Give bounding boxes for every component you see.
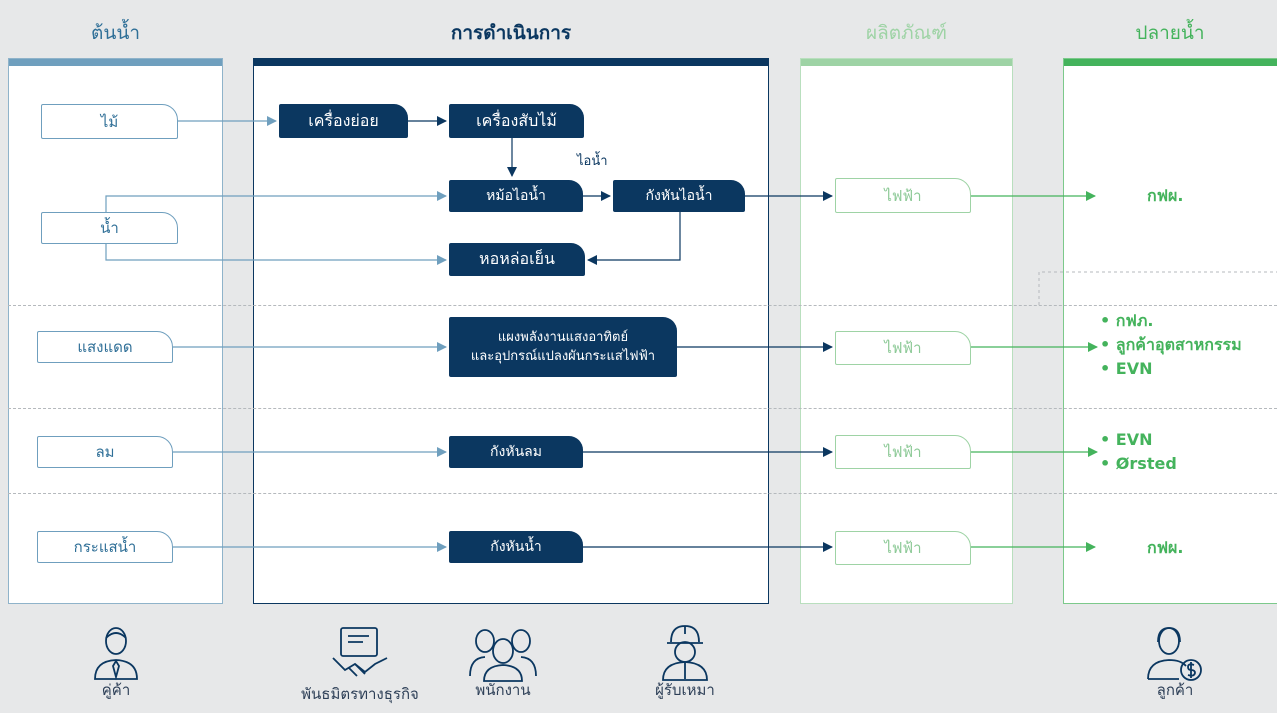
stakeholder-employees: พนักงาน bbox=[458, 624, 548, 702]
process-chipper: เครื่องสับไม้ bbox=[449, 104, 584, 138]
product-electricity-wind: ไฟฟ้า bbox=[835, 435, 971, 469]
customer-solar-list: • กฟภ. • ลูกค้าอุตสาหกรรม • EVN bbox=[1100, 309, 1242, 381]
stakeholder-contractors: ผู้รับเหมา bbox=[640, 622, 730, 702]
column-header-operations: การดำเนินการ bbox=[450, 22, 572, 44]
contractor-hardhat-icon bbox=[662, 625, 708, 681]
product-electricity-biomass: ไฟฟ้า bbox=[835, 178, 971, 213]
customer-hydro: กฟผ. bbox=[1147, 538, 1184, 557]
product-electricity-solar: ไฟฟ้า bbox=[835, 331, 971, 365]
source-water-current: กระแสน้ำ bbox=[37, 531, 173, 563]
stakeholder-label-suppliers: คู่ค้า bbox=[101, 681, 131, 699]
source-water: น้ำ bbox=[41, 212, 178, 244]
employees-group-icon bbox=[469, 629, 537, 682]
stakeholder-suppliers: คู่ค้า bbox=[76, 624, 156, 702]
customer-wind-list: • EVN • Ørsted bbox=[1100, 428, 1177, 476]
supplier-person-icon bbox=[94, 627, 138, 681]
process-shredder: เครื่องย่อย bbox=[279, 104, 408, 138]
customer-item: • Ørsted bbox=[1100, 454, 1177, 473]
process-boiler: หม้อไอน้ำ bbox=[449, 180, 583, 212]
row-separator bbox=[8, 493, 1277, 494]
product-electricity-hydro: ไฟฟ้า bbox=[835, 531, 971, 565]
stakeholder-label-customers: ลูกค้า bbox=[1156, 681, 1194, 699]
customer-item: • ลูกค้าอุตสาหกรรม bbox=[1100, 335, 1242, 354]
steam-label: ไอน้ำ bbox=[577, 154, 608, 169]
solar-line-1: แผงพลังงานแสงอาทิตย์ bbox=[497, 330, 629, 345]
customer-item: • กฟภ. bbox=[1100, 311, 1154, 330]
row-separator bbox=[8, 305, 1277, 306]
stakeholder-label-employees: พนักงาน bbox=[475, 681, 531, 699]
process-hydro-turbine: กังหันน้ำ bbox=[449, 531, 583, 563]
row-separator bbox=[8, 408, 1277, 409]
stakeholder-label-contractors: ผู้รับเหมา bbox=[655, 681, 715, 699]
stakeholder-partners: พันธมิตรทางธุรกิจ bbox=[260, 626, 460, 706]
customer-item: • EVN bbox=[1100, 359, 1153, 378]
column-header-products: ผลิตภัณฑ์ bbox=[865, 22, 948, 44]
process-steam-turbine: กังหันไอน้ำ bbox=[613, 180, 745, 212]
stakeholder-customers: ลูกค้า bbox=[1135, 624, 1215, 702]
downstream-panel bbox=[1063, 58, 1277, 604]
source-sunlight: แสงแดด bbox=[37, 331, 173, 363]
column-header-upstream: ต้นน้ำ bbox=[91, 22, 140, 44]
process-cooling-tower: หอหล่อเย็น bbox=[449, 243, 585, 276]
customer-money-icon bbox=[1147, 627, 1202, 681]
source-wood: ไม้ bbox=[41, 104, 178, 139]
column-header-downstream: ปลายน้ำ bbox=[1135, 22, 1205, 44]
process-solar-panels: แผงพลังงานแสงอาทิตย์ และอุปกรณ์แปลงผันกร… bbox=[449, 317, 677, 377]
source-wind: ลม bbox=[37, 436, 173, 468]
stakeholder-label-partners: พันธมิตรทางธุรกิจ bbox=[301, 685, 419, 703]
customer-item: • EVN bbox=[1100, 430, 1153, 449]
solar-line-2: และอุปกรณ์แปลงผันกระแสไฟฟ้า bbox=[470, 349, 656, 364]
process-wind-turbine: กังหันลม bbox=[449, 436, 583, 468]
handshake-contract-icon bbox=[332, 627, 388, 677]
customer-biomass: กฟผ. bbox=[1147, 186, 1184, 205]
